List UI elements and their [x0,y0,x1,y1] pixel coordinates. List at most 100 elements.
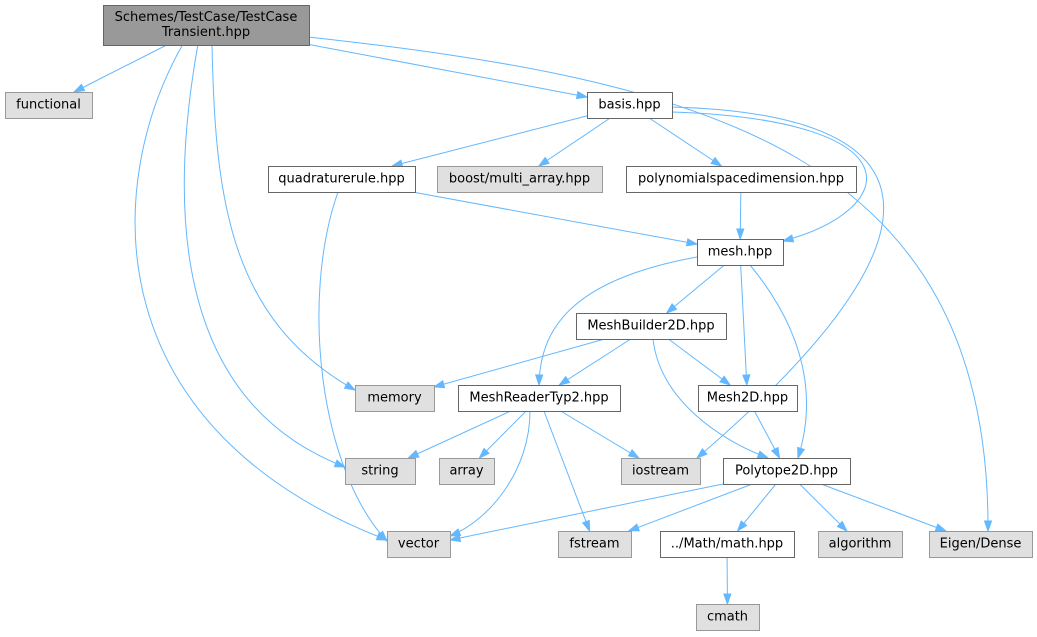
node-label: array [449,464,483,479]
edge-arrowhead [557,375,571,386]
edge-arrowhead [581,519,591,533]
node-label: Transient.hpp [161,25,250,40]
edge-arrowhead [983,520,993,533]
node-box [558,531,632,558]
node-label: polynomialspacedimension.hpp [638,172,844,187]
edge-arrowhead [719,375,732,386]
edge-arrowhead [432,380,446,389]
edge-line [749,264,807,459]
edge-arrowhead [448,533,462,543]
edge-basis-to-iostream [671,106,885,459]
edge-line [671,106,885,459]
edge-line [73,44,167,93]
node-meshbuilder[interactable]: MeshBuilder2D.hpp [576,313,727,340]
edge-line [671,111,867,242]
node-label: quadraturerule.hpp [278,172,404,187]
node-meshreader[interactable]: MeshReaderTyp2.hpp [458,385,621,412]
edge-arrowhead [756,450,770,459]
node-label: memory [367,391,422,406]
node-box [103,5,310,46]
node-box [696,604,760,631]
edge-arrowhead [390,159,404,168]
node-basis[interactable]: basis.hpp [587,92,673,119]
edge-line [538,117,611,167]
edge-line [543,410,591,532]
node-mesh[interactable]: mesh.hpp [697,239,784,266]
edge-meshbuilder-to-memory [432,338,605,389]
node-multi_array: boost/multi_array.hpp [437,166,603,193]
edges-layer [72,36,993,606]
node-box [345,458,416,485]
node-label: cmath [707,610,748,625]
edge-arrowhead [333,459,347,468]
edge-line [183,43,346,468]
node-label: Polytope2D.hpp [735,464,838,479]
edge-line [391,115,588,167]
node-box [268,166,416,193]
edge-arrowhead [742,374,751,387]
edge-meshreader-to-iostream [560,410,641,459]
node-string: string [345,458,416,485]
node-label: basis.hpp [598,98,660,113]
node-mathhpp[interactable]: ../Math/math.hpp [660,531,795,558]
edge-arrowhead [934,523,948,532]
edge-meshbuilder-to-mesh2d [668,338,732,386]
edge-arrowhead [723,593,732,606]
edge-line [820,483,947,532]
edge-arrowhead [448,528,462,537]
edge-basis-to-multi_array [537,117,611,167]
edge-line [479,410,527,459]
edge-arrowhead [343,381,357,391]
node-box [660,531,795,558]
edge-arrowhead [710,156,723,167]
edge-meshreader-to-vector [448,410,531,537]
edge-arrowhead [534,374,544,387]
node-label: MeshReaderTyp2.hpp [469,391,608,406]
node-mesh2d[interactable]: Mesh2D.hpp [698,385,798,412]
node-functional: functional [5,92,93,119]
node-algorithm: algorithm [818,531,903,558]
edge-line [652,338,769,459]
edge-polytope-to-mathhpp [736,483,777,533]
node-label: functional [16,98,81,113]
edge-arrowhead [406,449,420,459]
edge-line [308,43,588,98]
node-label: ../Math/math.hpp [671,537,783,552]
node-iostream: iostream [621,458,701,485]
edge-arrowhead [627,448,641,459]
edge-arrowhead [376,530,389,543]
node-polydim[interactable]: polynomialspacedimension.hpp [626,166,857,193]
node-array: array [439,458,495,485]
node-box [437,166,603,193]
node-quadraturerule[interactable]: quadraturerule.hpp [268,166,416,193]
node-polytope[interactable]: Polytope2D.hpp [723,458,851,485]
node-label: fstream [569,537,619,552]
node-label: string [361,464,398,479]
edge-line [307,36,989,532]
edge-root-to-memory [211,43,357,391]
node-label: boost/multi_array.hpp [449,172,590,187]
edge-line [449,410,531,537]
edge-arrowhead [685,238,699,247]
edge-arrowhead [781,234,795,243]
edge-mesh-to-meshbuilder [665,264,725,314]
edge-root-to-functional [72,44,167,93]
edge-basis-to-quadraturerule [390,115,588,168]
node-box [587,92,673,119]
node-label: vector [398,537,440,552]
edge-mesh-to-mesh2d [740,264,751,387]
edge-root-to-basis [308,43,589,100]
node-box [621,458,701,485]
node-box [626,166,857,193]
edge-mesh-to-polytope [749,264,807,460]
edge-arrowhead [627,523,641,532]
edge-line [740,264,748,386]
edge-line [134,43,388,541]
node-box [723,458,851,485]
edge-polydim-to-mesh [736,191,745,241]
node-box [698,385,798,412]
node-label: MeshBuilder2D.hpp [587,319,714,334]
edge-polytope-to-eigen [820,483,948,532]
node-box [818,531,903,558]
